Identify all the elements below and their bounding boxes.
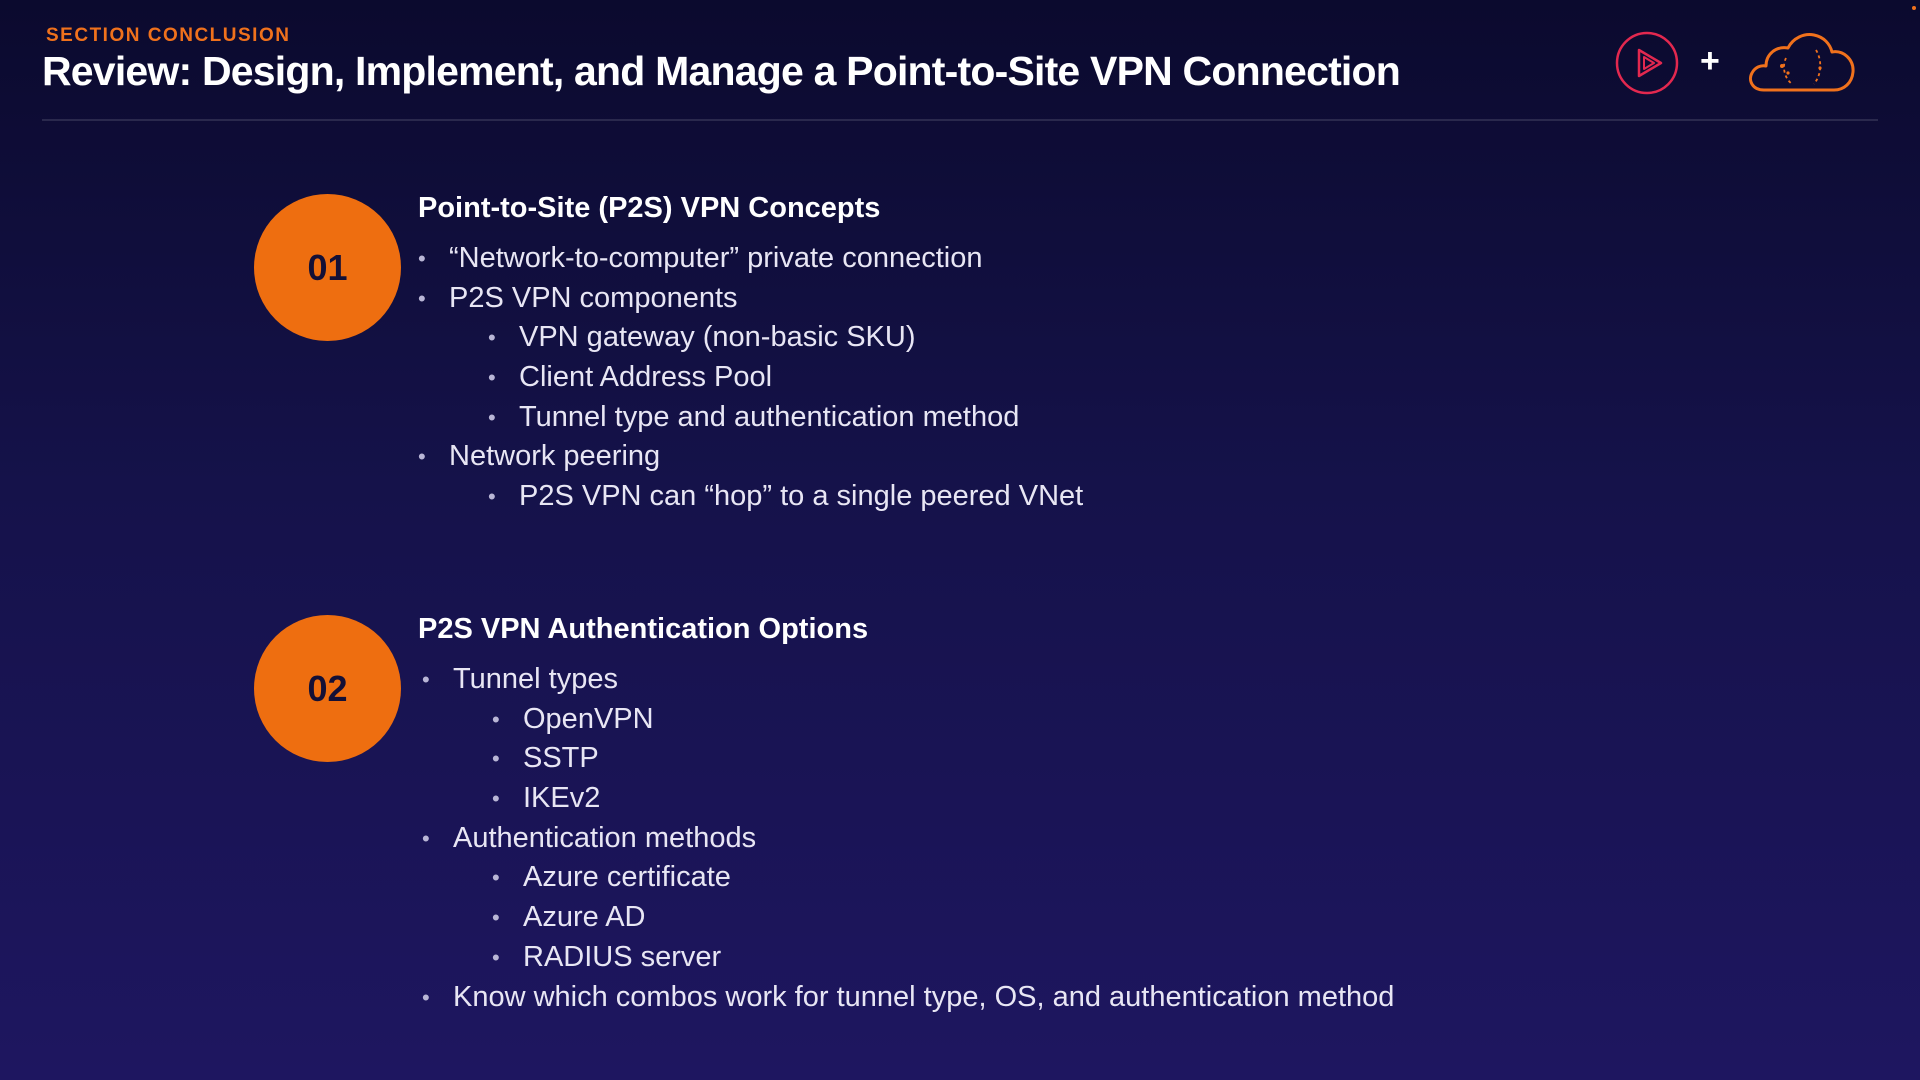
bullet-text: Know which combos work for tunnel type, … [453, 980, 1395, 1013]
bullet-text: Client Address Pool [519, 361, 773, 394]
sub-bullet-item: • Azure certificate [422, 858, 1394, 898]
bullet-text: Authentication methods [453, 821, 757, 854]
bullet-text: Azure certificate [523, 861, 731, 894]
bullet-dot-icon: • [422, 825, 430, 851]
bullet-text: Azure AD [523, 901, 646, 934]
bullet-text: RADIUS server [523, 940, 722, 973]
sub-bullet-item: • SSTP [422, 739, 1394, 779]
sub-bullet-item: • IKEv2 [422, 779, 1394, 819]
bullet-text: Tunnel types [453, 663, 618, 695]
page-title: Review: Design, Implement, and Manage a … [42, 48, 1401, 94]
bullet-item: • “Network-to-computer” private connectio… [418, 239, 1083, 279]
sub-bullet-item: • VPN gateway (non-basic SKU) [418, 318, 1083, 358]
bullet-item: • Network peering [418, 437, 1083, 477]
section-title: P2S VPN Authentication Options [418, 613, 869, 645]
bullet-text: P2S VPN components [449, 281, 738, 314]
section-bullet-list: • “Network-to-computer” private connectio… [418, 239, 1083, 517]
logo-plus-sign: + [1700, 42, 1720, 80]
bullet-dot-icon: • [492, 786, 500, 812]
bullet-text: “Network-to-computer” private connection [449, 242, 983, 274]
bullet-dot-icon: • [492, 706, 500, 732]
bullet-item: • Authentication methods [422, 819, 1394, 859]
pluralsight-play-icon [1615, 31, 1679, 95]
title-divider [42, 119, 1878, 121]
sub-bullet-item: • Tunnel type and authentication method [418, 398, 1083, 438]
bullet-item: • Know which combos work for tunnel type,… [422, 978, 1394, 1018]
bullet-dot-icon: • [418, 246, 426, 271]
sub-bullet-item: • RADIUS server [422, 938, 1394, 978]
bullet-item: • Tunnel types [422, 660, 1394, 700]
bullet-text: VPN gateway (non-basic SKU) [519, 321, 916, 354]
section-bullet-list: • Tunnel types • OpenVPN • SSTP • IKEv2 • Authent… [418, 660, 1394, 1017]
bullet-text: P2S VPN can “hop” to a single peered VNe… [519, 480, 1084, 513]
acloudguru-cloud-icon [1749, 33, 1855, 92]
sub-bullet-item: • OpenVPN [422, 700, 1394, 740]
brand-logos: + [1614, 28, 1860, 100]
sub-bullet-item: • Client Address Pool [418, 358, 1083, 398]
bullet-dot-icon: • [488, 404, 496, 430]
bullet-dot-icon: • [422, 984, 430, 1010]
bullet-text: Tunnel type and authentication method [519, 400, 1020, 433]
bullet-dot-icon: • [492, 905, 500, 931]
bullet-text: OpenVPN [523, 702, 654, 735]
section-title: Point-to-Site (P2S) VPN Concepts [418, 192, 881, 224]
bullet-dot-icon: • [492, 944, 500, 970]
section-number-badge: 01 [254, 194, 401, 341]
sub-bullet-item: • P2S VPN can “hop” to a single peered VN… [418, 477, 1083, 517]
bullet-text: SSTP [523, 742, 599, 775]
section-number-badge: 02 [254, 615, 401, 762]
bullet-dot-icon: • [418, 285, 426, 311]
bullet-dot-icon: • [488, 325, 496, 351]
sub-bullet-item: • Azure AD [422, 898, 1394, 938]
bullet-dot-icon: • [492, 865, 500, 891]
bullet-dot-icon: • [488, 484, 496, 510]
corner-dot [1912, 6, 1916, 10]
bullet-text: IKEv2 [523, 782, 601, 815]
bullet-text: Network peering [449, 440, 661, 473]
bullet-dot-icon: • [492, 746, 500, 772]
bullet-dot-icon: • [488, 365, 496, 391]
bullet-dot-icon: • [418, 444, 426, 470]
bullet-dot-icon: • [422, 667, 430, 692]
bullet-item: • P2S VPN components [418, 279, 1083, 319]
eyebrow-label: SECTION CONCLUSION [46, 25, 291, 46]
